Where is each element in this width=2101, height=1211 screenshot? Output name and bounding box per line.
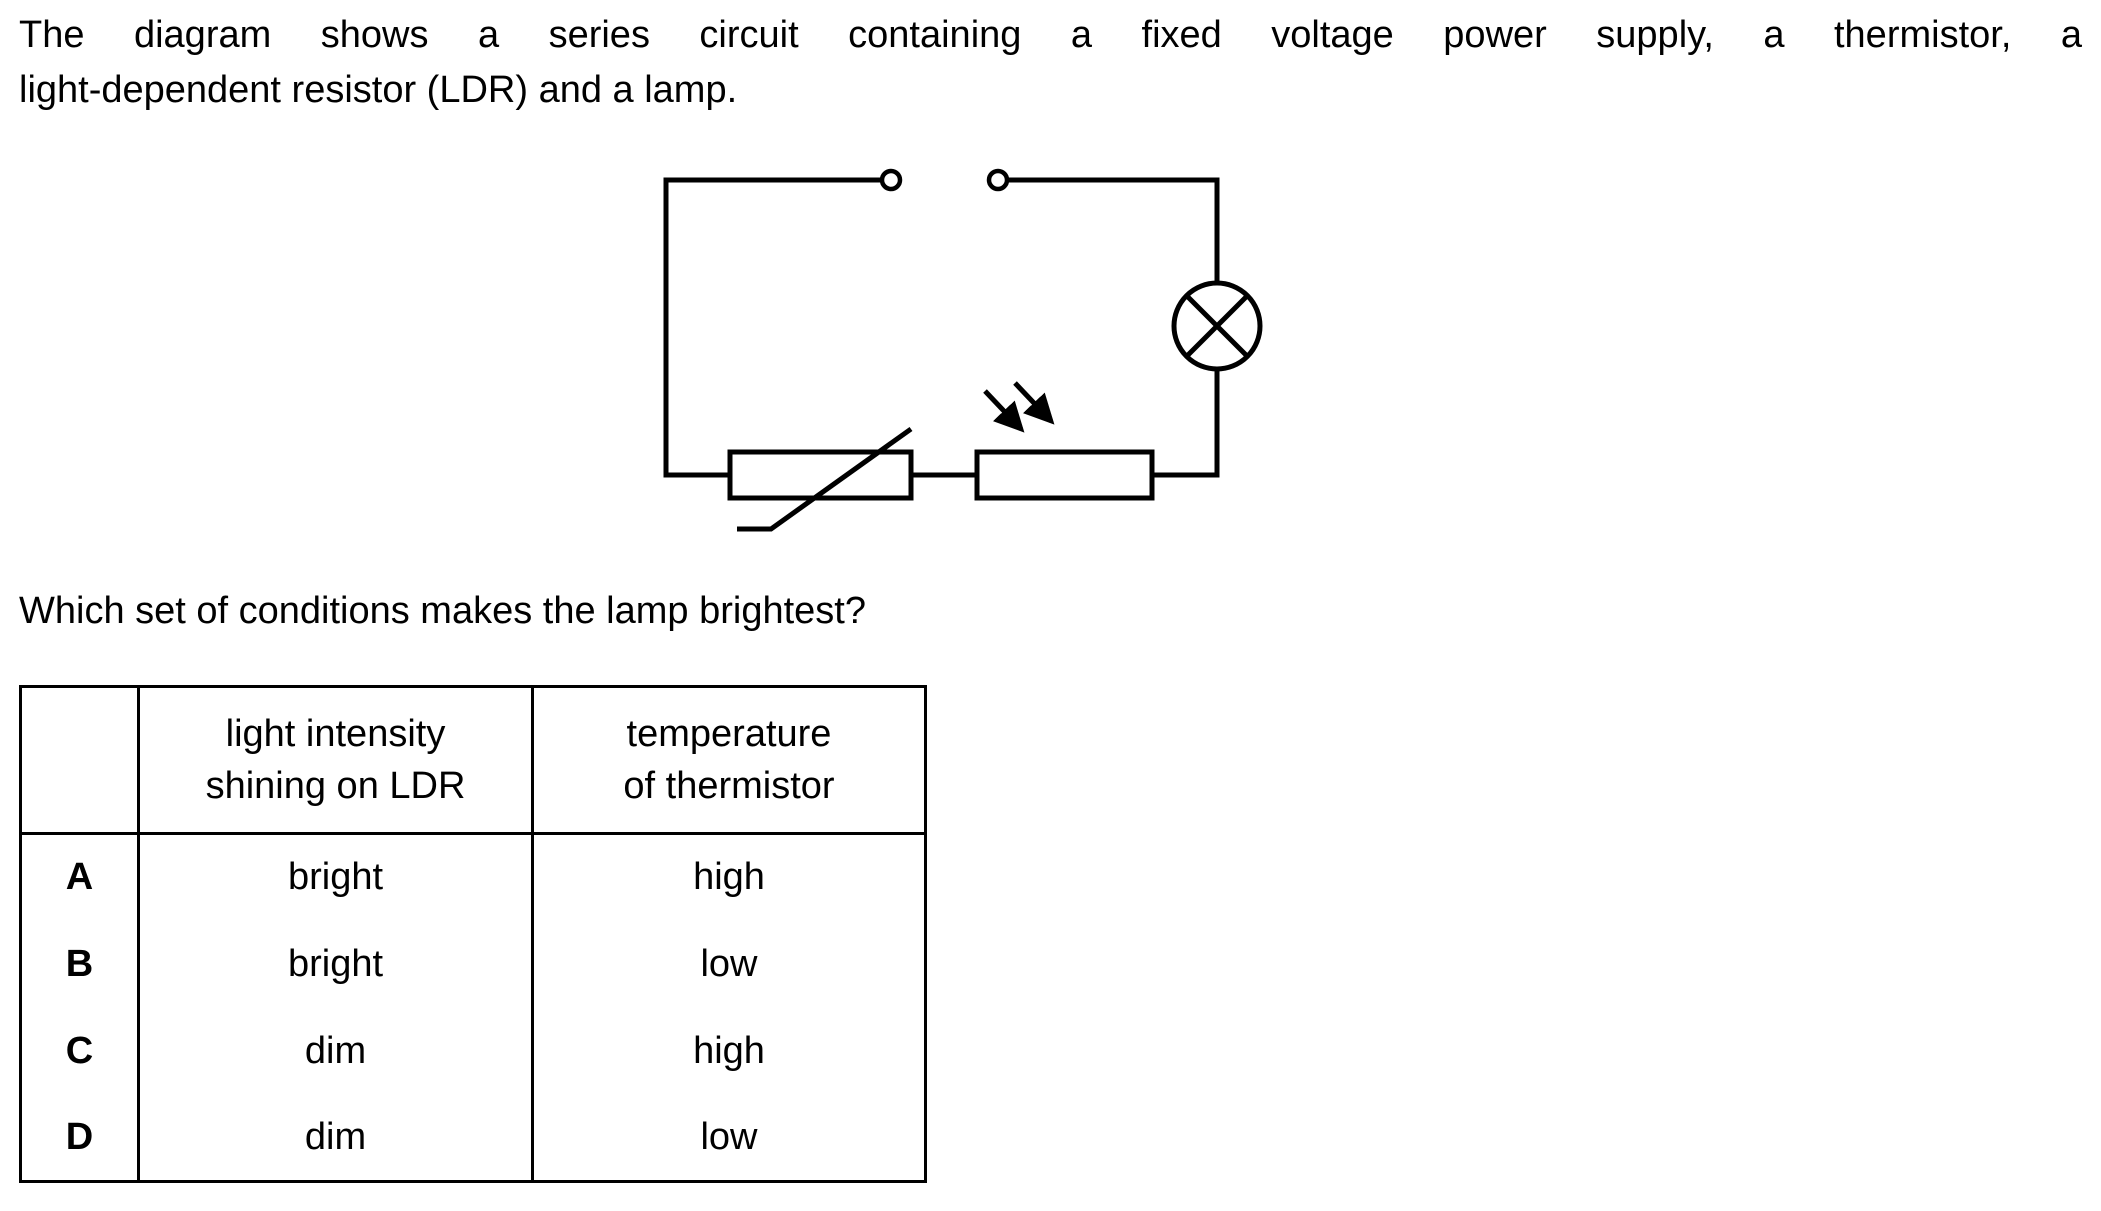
- table-row-c: C dim high: [20, 1007, 926, 1095]
- light-intensity-value: bright: [138, 833, 534, 921]
- header-empty-cell: [20, 686, 140, 835]
- light-intensity-value: dim: [138, 1094, 534, 1182]
- table-row-a: A bright high: [20, 833, 926, 921]
- ldr-icon: [974, 381, 1155, 501]
- power-supply-terminals-icon: [879, 168, 1010, 192]
- circuit-wires: [663, 177, 1220, 478]
- header-light-intensity: light intensity shining on LDR: [138, 686, 534, 835]
- header-light-line-1: light intensity: [225, 713, 446, 755]
- intro-line-1: The diagram shows a series circuit conta…: [19, 14, 2082, 56]
- question-text: Which set of conditions makes the lamp b…: [19, 590, 866, 632]
- table-row-d: D dim low: [20, 1094, 926, 1182]
- header-temp-line-2: of thermistor: [623, 765, 835, 807]
- question-intro: The diagram shows a series circuit conta…: [19, 8, 2082, 118]
- temperature-value: low: [700, 1115, 758, 1158]
- header-light-line-2: shining on LDR: [205, 765, 466, 807]
- options-table: light intensity shining on LDR temperatu…: [19, 685, 927, 1183]
- temperature-value: high: [693, 1029, 765, 1072]
- circuit-svg: [663, 168, 1263, 532]
- light-intensity-value: dim: [138, 1007, 534, 1095]
- option-letter: C: [20, 1007, 140, 1095]
- temperature-value: low: [700, 942, 758, 985]
- option-letter: A: [20, 833, 140, 921]
- option-letter: B: [20, 920, 140, 1008]
- temperature-value: high: [693, 856, 765, 899]
- lamp-icon: [1171, 280, 1263, 372]
- intro-line-2: light-dependent resistor (LDR) and a lam…: [19, 69, 738, 111]
- header-temp-line-1: temperature: [626, 713, 832, 755]
- thermistor-icon: [727, 426, 914, 532]
- header-temperature: temperature of thermistor: [532, 686, 926, 835]
- circuit-diagram: [640, 150, 1320, 570]
- light-intensity-value: bright: [138, 920, 534, 1008]
- table-header-row: light intensity shining on LDR temperatu…: [20, 686, 926, 835]
- option-letter: D: [20, 1094, 140, 1182]
- table-row-b: B bright low: [20, 920, 926, 1008]
